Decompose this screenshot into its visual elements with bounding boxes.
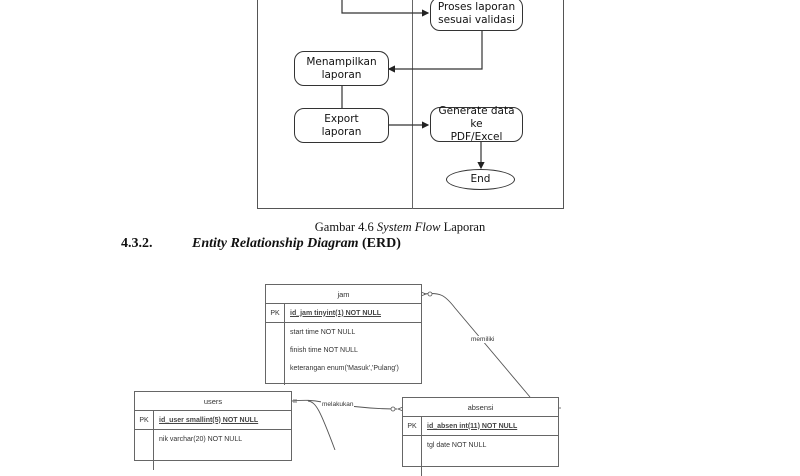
- node-export-label: Export laporan: [321, 112, 362, 138]
- table-columns: tgl date NOT NULL: [403, 436, 558, 476]
- pk-label: PK: [266, 304, 285, 322]
- system-flow-diagram-frame: [257, 0, 564, 209]
- column-list: start time NOT NULL finish time NOT NULL…: [285, 323, 399, 385]
- table-columns: nik varchar(20) NOT NULL: [135, 430, 291, 470]
- pk-gutter: [403, 436, 422, 476]
- section-title-italic: Entity Relationship Diagram: [192, 236, 359, 251]
- node-proses-label: Proses laporan sesuai validasi: [437, 1, 516, 26]
- column-list: nik varchar(20) NOT NULL: [154, 430, 242, 470]
- table-column: keterangan enum('Masuk','Pulang'): [290, 364, 399, 372]
- swimlane-divider: [412, 0, 413, 209]
- table-title: users: [135, 392, 291, 411]
- caption-italic: System Flow: [376, 220, 441, 234]
- pk-label: PK: [403, 417, 422, 435]
- section-title: Entity Relationship Diagram (ERD): [192, 236, 401, 252]
- figure-caption: Gambar 4.6 System Flow Laporan: [0, 220, 800, 235]
- node-generate-label: Generate data ke PDF/Excel: [438, 105, 515, 143]
- table-pk-row: PK id_user smallint(5) NOT NULL: [135, 411, 291, 430]
- relation-line-memiliki: [423, 293, 531, 398]
- pk-label: PK: [135, 411, 154, 429]
- pk-gutter: [266, 323, 285, 385]
- table-column: finish time NOT NULL: [290, 346, 358, 354]
- node-generate-data: Generate data ke PDF/Excel: [430, 105, 523, 143]
- node-export-laporan: Export laporan: [294, 108, 389, 143]
- erd-table-jam: jam PK id_jam tinyint(1) NOT NULL start …: [265, 284, 422, 385]
- column-list: tgl date NOT NULL: [422, 436, 486, 476]
- relation-label-melakukan: melakukan: [321, 401, 355, 408]
- table-pk-row: PK id_absen int(11) NOT NULL: [403, 417, 558, 436]
- table-title: jam: [266, 285, 421, 304]
- pk-column: id_absen int(11) NOT NULL: [427, 422, 518, 430]
- node-proses-laporan: Proses laporan sesuai validasi: [430, 0, 523, 31]
- node-menampilkan-label: Menampilkan laporan: [306, 55, 377, 81]
- node-menampilkan-laporan: Menampilkan laporan: [294, 51, 389, 86]
- section-number: 4.3.2.: [121, 236, 153, 251]
- pk-column: id_user smallint(5) NOT NULL: [159, 416, 259, 424]
- pk-gutter: [135, 430, 154, 470]
- table-pk-row: PK id_jam tinyint(1) NOT NULL: [266, 304, 421, 323]
- crow-foot-zero-absensi: [390, 406, 396, 412]
- erd-table-users: users PK id_user smallint(5) NOT NULL ni…: [134, 391, 292, 470]
- table-title: absensi: [403, 398, 558, 417]
- crow-foot-zero-jam: [427, 291, 433, 297]
- section-title-suffix: (ERD): [358, 236, 401, 251]
- relation-label-memiliki: memiliki: [470, 336, 496, 343]
- node-end-terminal: End: [446, 169, 515, 190]
- table-column: tgl date NOT NULL: [427, 441, 487, 449]
- erd-table-absensi: absensi PK id_absen int(11) NOT NULL tgl…: [402, 397, 559, 476]
- pk-column: id_jam tinyint(1) NOT NULL: [290, 309, 381, 317]
- table-column: nik varchar(20) NOT NULL: [159, 435, 243, 443]
- node-end-label: End: [470, 173, 491, 185]
- relation-line-users-down: [307, 400, 336, 450]
- table-column: start time NOT NULL: [290, 328, 356, 336]
- table-columns: start time NOT NULL finish time NOT NULL…: [266, 323, 421, 385]
- caption-prefix: Gambar 4.6: [314, 220, 377, 234]
- caption-suffix: Laporan: [440, 220, 486, 234]
